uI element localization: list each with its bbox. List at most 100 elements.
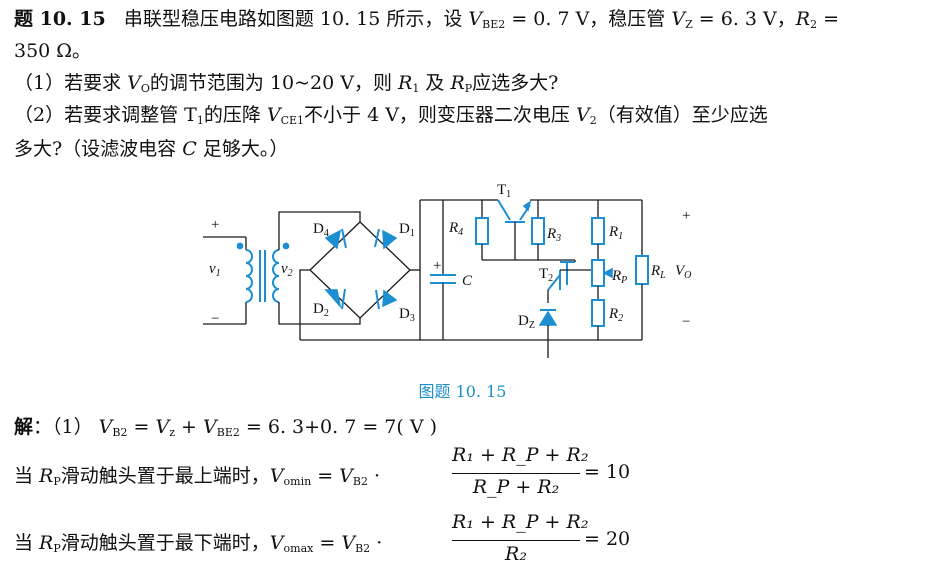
label-t1: T1: [497, 182, 511, 200]
question-2-cont: 多大?（设滤波电容 C 足够大。）: [14, 134, 288, 161]
sub: 1: [196, 114, 204, 127]
var: R: [39, 465, 54, 487]
text: 当: [14, 465, 40, 487]
var: V: [203, 416, 217, 438]
sub: CE1: [280, 114, 305, 127]
resistor-r4: [475, 217, 489, 245]
text: 多大?（设滤波电容: [14, 138, 183, 160]
figure-caption: 图题 10. 15: [418, 382, 507, 401]
var: V: [155, 416, 170, 438]
label-r1: R1: [608, 224, 623, 242]
sub: z: [169, 426, 176, 439]
label-d4: D4: [313, 221, 329, 239]
var: R: [611, 268, 621, 284]
var: v: [281, 261, 288, 277]
var: V: [341, 532, 356, 554]
sub: 2: [548, 273, 553, 284]
sub: 2: [618, 313, 623, 324]
fraction-bar-1: [452, 473, 580, 475]
label-rp: RP: [611, 268, 627, 286]
label-d2: D2: [313, 301, 329, 319]
fraction-denominator-1: R_P + R₂: [472, 476, 560, 498]
var: R: [546, 226, 556, 242]
text: ·: [368, 465, 381, 487]
var: T: [497, 182, 506, 198]
sub: 2: [589, 114, 597, 127]
sub: omax: [283, 542, 314, 555]
var: V: [266, 104, 281, 126]
label-vo: VO: [675, 263, 691, 281]
sub: BE2: [482, 18, 506, 31]
sub: O: [684, 270, 691, 281]
var: R: [39, 532, 54, 554]
sub: 4: [324, 228, 329, 239]
result-1: = 10: [584, 461, 631, 483]
text: +: [175, 416, 204, 438]
primary-coil: [245, 249, 253, 303]
label-r3: R3: [546, 226, 561, 244]
label-d3: D3: [399, 306, 415, 324]
sub: B2: [112, 426, 128, 439]
var: V: [675, 263, 686, 279]
sub: 1: [412, 82, 420, 95]
var: R: [608, 224, 618, 240]
label-v1: v1: [209, 261, 221, 279]
var: V: [468, 8, 483, 30]
text: = 0. 7 V，稳压管: [505, 8, 672, 30]
text: （2）若要求调整管 T: [14, 104, 197, 126]
label-dz: DZ: [518, 313, 535, 331]
var: V: [98, 416, 113, 438]
var: R: [795, 8, 811, 30]
label-r2: R2: [608, 306, 623, 324]
sub: 1: [410, 228, 415, 239]
text: 当: [14, 532, 40, 554]
label-cplus: +: [433, 258, 441, 274]
var: R: [448, 220, 458, 236]
diode-d1: [374, 228, 398, 250]
sub: Z: [685, 18, 693, 31]
var: V: [671, 8, 686, 30]
var: D: [313, 301, 324, 317]
sub: 2: [810, 18, 818, 31]
fraction-numerator-2: R₁ + R_P + R₂: [452, 511, 589, 533]
sub: P: [464, 82, 473, 95]
label-minus-out: −: [682, 314, 690, 330]
fraction-denominator-2: R₂: [505, 543, 527, 565]
solution-line-1: 解：（1） VB2 = Vz + VBE2 = 6. 3+0. 7 = 7( V…: [14, 412, 437, 439]
sub: P: [53, 475, 61, 488]
problem-number: 题 10. 15: [14, 8, 106, 30]
text: 滑动触头置于最下端时，: [60, 532, 270, 554]
problem-line-2: 350 Ω。: [14, 40, 92, 62]
var: D: [399, 221, 410, 237]
label-rl: RL: [650, 263, 666, 281]
label-minus-in: −: [211, 311, 219, 327]
sub: BE2: [216, 426, 240, 439]
label-plus-in: +: [211, 217, 219, 233]
var: V: [339, 465, 353, 487]
text: 滑动触头置于最上端时，: [60, 465, 270, 487]
sub: 1: [506, 189, 511, 200]
var: V: [269, 532, 284, 554]
sub: 1: [618, 231, 623, 242]
var: T: [539, 266, 548, 282]
sub: L: [659, 270, 666, 281]
text: = 6. 3+0. 7 = 7( V ): [239, 416, 438, 438]
potentiometer-rp: [591, 259, 605, 287]
label-v2: v2: [281, 261, 293, 279]
text: 及: [419, 72, 451, 94]
text: ·: [370, 532, 383, 554]
var: C: [182, 138, 197, 160]
dot-mark: [282, 242, 290, 250]
text: 足够大。）: [196, 138, 289, 160]
text: 的调节范围为 10~20 V，则: [149, 72, 399, 94]
label-c: C: [462, 273, 473, 289]
text: 串联型稳压电路如图题 10. 15 所示，设: [123, 8, 469, 30]
var: R: [450, 72, 465, 94]
sub: 3: [555, 233, 561, 244]
diode-d3: [375, 289, 398, 310]
sub: 2: [324, 308, 329, 319]
fraction-bar-2: [452, 540, 580, 542]
resistor-r1: [591, 217, 605, 245]
var: R: [608, 306, 618, 322]
